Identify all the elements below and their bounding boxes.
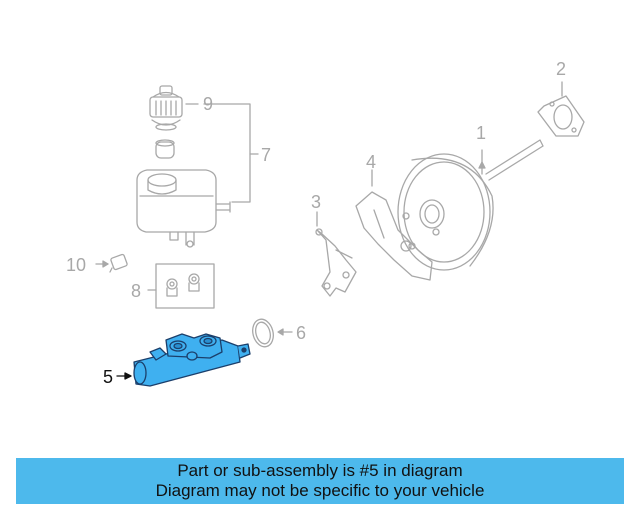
label-3: 3 <box>311 192 322 212</box>
info-banner: Part or sub-assembly is #5 in diagram Di… <box>16 458 624 504</box>
label-4: 4 <box>366 152 377 172</box>
label-10: 10 <box>66 255 87 275</box>
sensor-part-10[interactable] <box>95 253 128 273</box>
label-5: 5 <box>103 367 114 387</box>
label-7: 7 <box>261 145 272 165</box>
banner-line-disclaimer: Diagram may not be specific to your vehi… <box>155 481 485 500</box>
gasket-plate-part-4[interactable] <box>355 169 433 281</box>
parts-diagram <box>95 81 585 387</box>
seal-ring-part-6[interactable] <box>250 317 293 349</box>
fluid-reservoir-part-7[interactable] <box>136 103 259 248</box>
brake-booster-part-1[interactable] <box>397 139 544 271</box>
banner-line-part-number: Part or sub-assembly is #5 in diagram <box>177 461 463 480</box>
label-2: 2 <box>556 59 567 79</box>
plugs-kit-part-8[interactable] <box>147 263 215 309</box>
bracket-part-3[interactable] <box>315 211 357 297</box>
label-9: 9 <box>203 94 214 114</box>
reservoir-cap-part-9[interactable] <box>149 85 199 131</box>
mounting-gasket-part-2[interactable] <box>537 81 585 137</box>
reservoir-filter <box>155 139 175 159</box>
master-cylinder-part-5[interactable] <box>133 333 251 387</box>
label-6: 6 <box>296 323 307 343</box>
label-8: 8 <box>131 281 142 301</box>
label-1: 1 <box>476 123 487 143</box>
